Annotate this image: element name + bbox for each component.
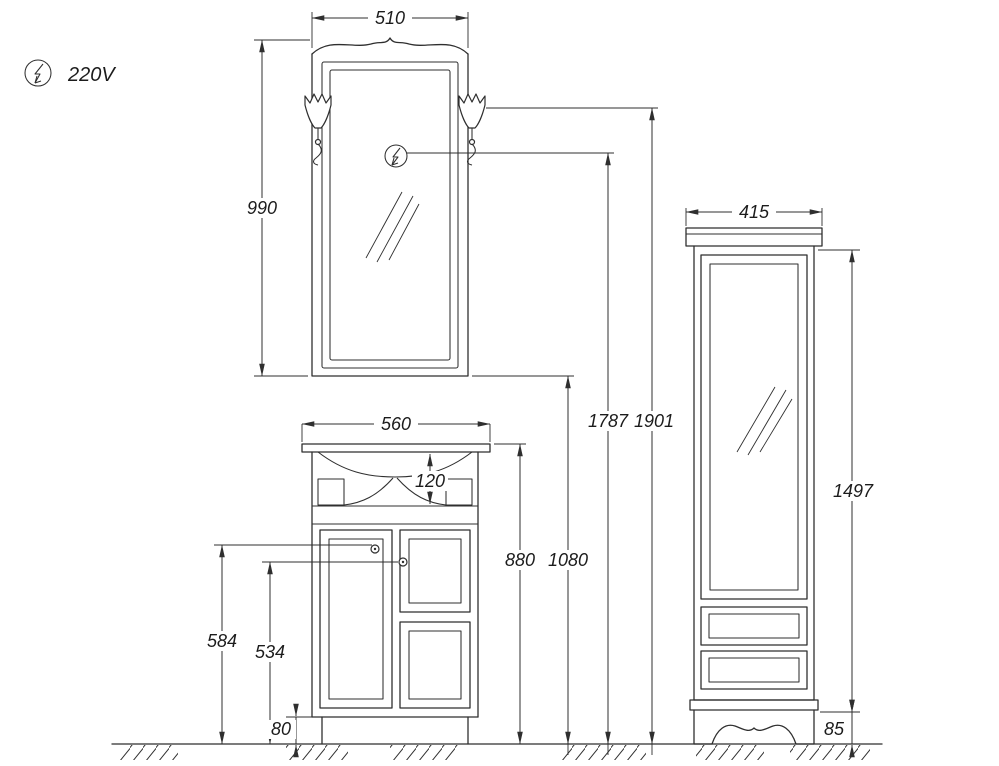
cabinet-base-skirt — [693, 709, 815, 745]
dim-left-knob-height: 584 — [199, 544, 372, 745]
dim-label-cabinet-height: 1497 — [833, 481, 874, 501]
cabinet-drawer-1 — [700, 606, 808, 646]
cabinet-drawer-2 — [700, 650, 808, 690]
dim-vanity-height: 880 — [494, 443, 542, 745]
vanity-right-drawer — [399, 621, 471, 709]
basin-front-curve — [317, 451, 473, 478]
dim-label-vanity-plinth-height: 80 — [271, 719, 291, 739]
dim-label-vanity-width: 560 — [381, 414, 411, 434]
dim-mirror-height: 990 — [238, 39, 310, 377]
dim-label-cabinet-plinth-height: 85 — [824, 719, 845, 739]
vanity-left-door — [319, 529, 393, 709]
dim-vanity-width: 560 — [301, 414, 491, 442]
cabinet-mirror-door — [700, 254, 808, 600]
dim-total-height: 1901 — [486, 107, 679, 755]
dim-label-cabinet-width: 415 — [739, 202, 770, 222]
dim-cabinet-width: 415 — [685, 202, 823, 226]
vanity-countertop — [301, 443, 491, 453]
door-knob-right — [398, 557, 408, 567]
dim-cabinet-height: 1497 — [818, 249, 879, 713]
sconce-left — [304, 93, 332, 166]
power-symbol-icon — [24, 59, 52, 87]
dim-label-basin-height: 120 — [415, 471, 445, 491]
cabinet-mirror-hatch — [736, 386, 793, 456]
dim-right-knob-height: 534 — [247, 561, 398, 745]
dim-cabinet-plinth-height: 85 — [820, 699, 855, 758]
dim-socket-height: 1787 — [407, 152, 633, 755]
sconce-right — [458, 93, 486, 166]
dim-vanity-plinth-height: 80 — [266, 703, 320, 758]
floor-line — [111, 743, 883, 760]
mirror-reflection-hatch — [365, 191, 420, 263]
dim-label-right-knob-height: 534 — [255, 642, 285, 662]
dim-label-socket-height: 1787 — [588, 411, 629, 431]
dim-mirror-bottom-height: 1080 — [472, 375, 593, 755]
dim-label-vanity-height: 880 — [505, 550, 535, 570]
dim-mirror-width: 510 — [311, 8, 469, 48]
vanity-cabinet — [301, 443, 491, 745]
dim-label-mirror-bottom-height: 1080 — [548, 550, 588, 570]
vanity-right-upper-door — [399, 529, 471, 613]
tall-cabinet — [685, 227, 823, 745]
door-knob-left — [370, 544, 380, 554]
dim-label-mirror-height: 990 — [247, 198, 277, 218]
wall-mirror — [311, 37, 469, 377]
dim-label-left-knob-height: 584 — [207, 631, 237, 651]
dim-basin-height: 120 — [412, 453, 448, 505]
cabinet-base-molding — [689, 699, 819, 711]
cabinet-cornice — [685, 227, 823, 247]
power-voltage-label: 220V — [67, 64, 116, 86]
socket-icon — [384, 144, 408, 168]
vanity-plinth-sides — [321, 716, 469, 745]
dim-label-mirror-width: 510 — [375, 8, 405, 28]
dim-label-total-height: 1901 — [634, 411, 674, 431]
